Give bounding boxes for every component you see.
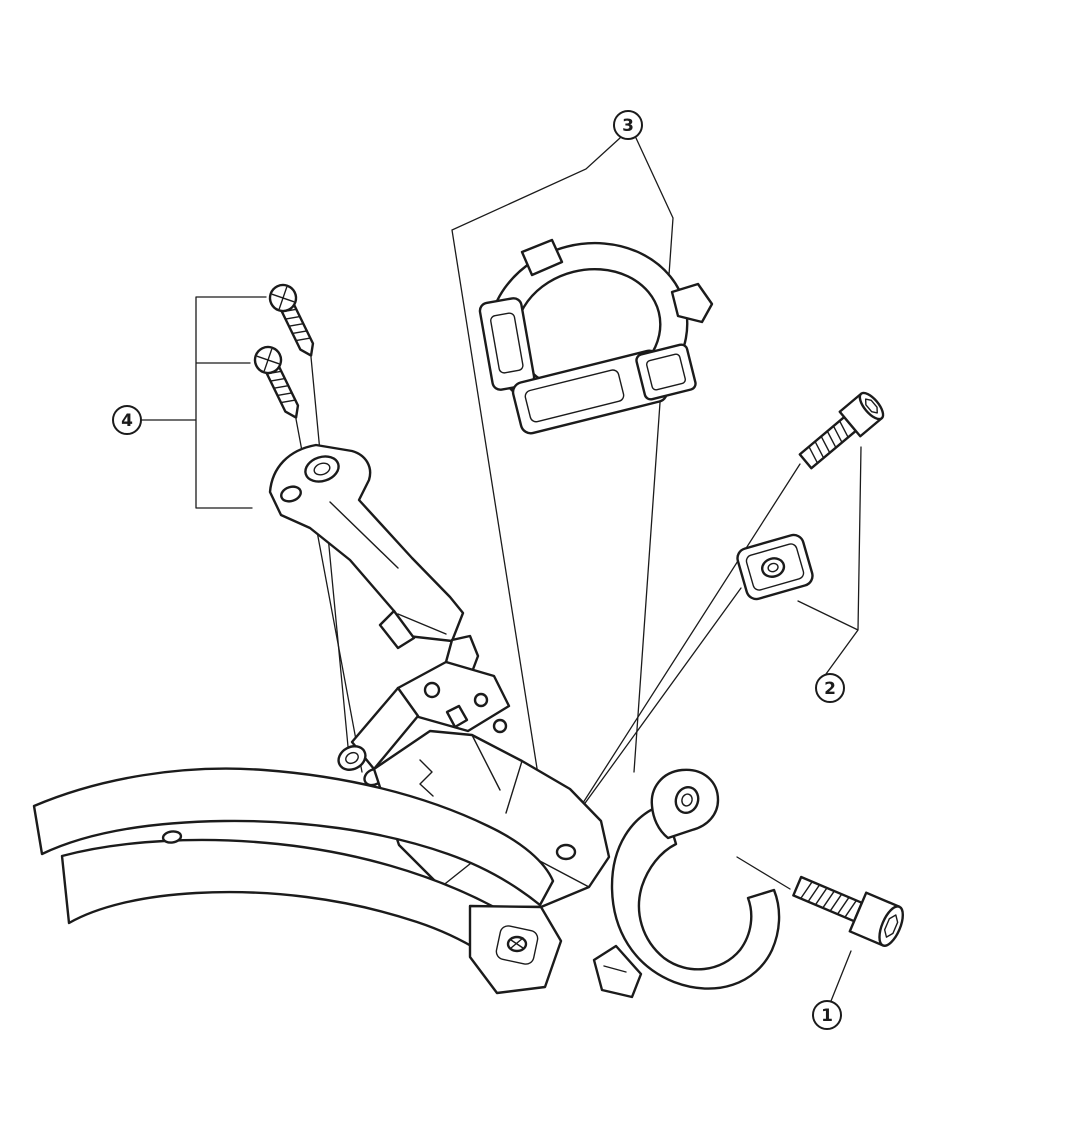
cage-rivet-hole (161, 830, 183, 844)
part-1-clamp-bolt (792, 875, 904, 947)
assembly-line-bolt1 (736, 856, 791, 890)
backplate-boss-hole (304, 455, 340, 483)
band-right-ear (670, 282, 714, 324)
leader-line-part2 (797, 446, 862, 675)
clamp-band (592, 768, 781, 999)
leader-lines (140, 137, 862, 1002)
plate-inner (745, 543, 805, 591)
mount-boss-hole (345, 751, 359, 765)
spring-zigzag (419, 759, 434, 797)
clamp-band-tab (592, 944, 643, 999)
strap-inner (524, 369, 625, 423)
callout-number: 3 (622, 116, 634, 136)
bolt-threads (808, 420, 849, 464)
hex-socket-icon (883, 914, 899, 938)
band-buckle (635, 343, 697, 401)
leader-line-part1 (830, 950, 852, 1002)
derailleur-assembly (32, 634, 781, 999)
assembly-line-screw-a (310, 356, 350, 758)
callout-2: 2 (815, 673, 845, 703)
callout-circle (815, 673, 845, 703)
leader-line-part3-left (451, 137, 621, 839)
leader-line-part4 (140, 296, 267, 509)
backplate-foot-line (397, 613, 447, 635)
screw-b (253, 345, 300, 419)
bolt-shaft (792, 875, 864, 923)
callout-circle (613, 110, 643, 140)
bolt-shaft (798, 415, 857, 470)
screw-a (268, 283, 315, 357)
backplate-outline (268, 443, 465, 643)
link-arm (350, 686, 420, 771)
callout-circle (812, 1000, 842, 1030)
backplate-boss-hole-inner (313, 462, 331, 476)
assembly-line-bolt2 (555, 463, 801, 846)
callout-number: 1 (821, 1006, 833, 1026)
clamp-band-ring (610, 802, 781, 990)
pivot-pin (423, 681, 441, 699)
callout-number: 2 (824, 679, 836, 699)
clamp-band-tab-line (603, 965, 627, 973)
bolt-head-face (878, 905, 904, 947)
backplate-foot-hook (378, 609, 416, 650)
part-4-fixing-screws (253, 283, 315, 419)
leader-line-part3-right (633, 137, 674, 773)
part-2-anchor-plate (736, 533, 814, 601)
mount-boss (337, 745, 367, 771)
bolt-threads (800, 880, 858, 918)
cable-anchor-boss (555, 843, 577, 861)
callout-4: 4 (112, 405, 142, 435)
callout-number: 4 (121, 411, 133, 431)
part-2-bolt (798, 391, 885, 470)
pin-block (445, 704, 469, 729)
plate-hole-inner (767, 562, 779, 573)
cable-bolt-cross (510, 937, 524, 949)
part-4-backplate (268, 443, 465, 650)
backplate-arm-line (329, 501, 399, 569)
linkage (337, 634, 511, 787)
phillips-cross-icon (271, 286, 295, 310)
pad-slot (490, 312, 524, 374)
part-3-clamp-band-adapter (478, 238, 714, 435)
callout-1: 1 (812, 1000, 842, 1030)
pivot-pin (473, 692, 489, 708)
callout-circle (112, 405, 142, 435)
hex-socket-icon (864, 398, 878, 414)
band-top-notch (520, 238, 564, 277)
buckle-inner (646, 353, 686, 391)
pivot-pin (492, 718, 508, 734)
cage-tail-slot (495, 925, 539, 965)
clamp-band-bolt-hole (674, 785, 700, 815)
phillips-cross-icon (256, 348, 280, 372)
callout-3: 3 (613, 110, 643, 140)
clamp-band-bolt-hole-inner (681, 793, 693, 807)
backplate-small-hole (280, 485, 302, 503)
cage-outer-blade (32, 767, 555, 907)
plate-hole (761, 557, 786, 578)
